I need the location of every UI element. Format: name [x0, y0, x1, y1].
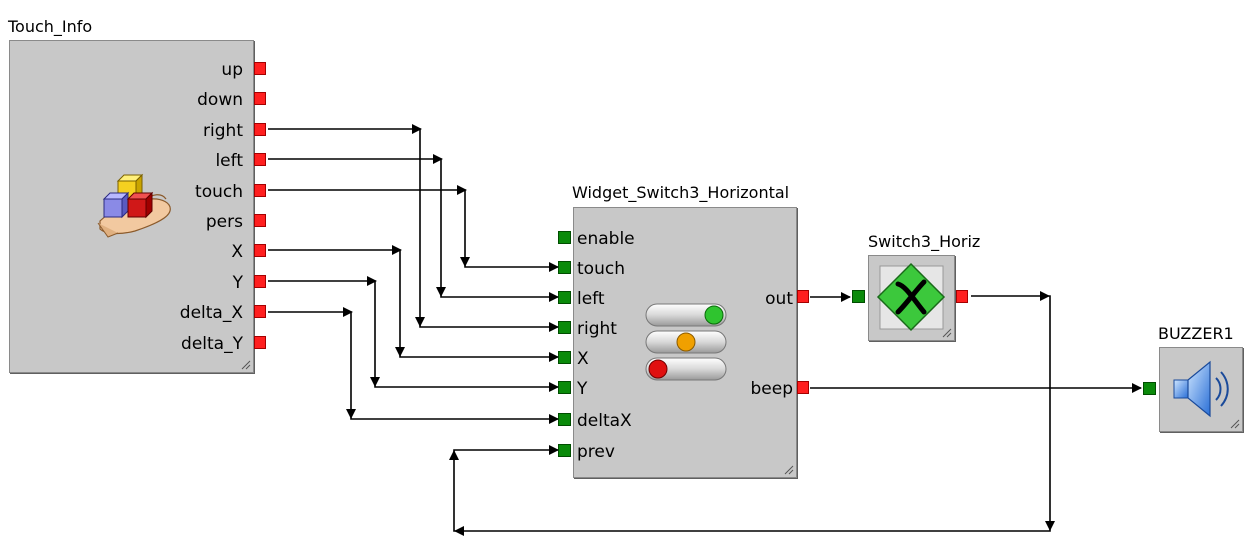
input-port-enable[interactable] [558, 231, 571, 244]
switch3-output-port[interactable] [956, 290, 968, 303]
wire-left[interactable] [268, 159, 558, 297]
output-port-right[interactable] [254, 123, 266, 136]
resize-grip-icon[interactable] [784, 465, 794, 475]
input-port-deltax[interactable] [558, 413, 571, 426]
output-port-y[interactable] [254, 275, 266, 288]
resize-grip-icon[interactable] [942, 328, 952, 338]
green-diamond-x-icon [874, 260, 949, 335]
input-port-right[interactable] [558, 321, 571, 334]
input-port-left[interactable] [558, 291, 571, 304]
wire-arrowhead [370, 377, 380, 387]
input-port-y[interactable] [558, 381, 571, 394]
traffic-switch-icon [644, 300, 730, 386]
touch-info-block[interactable]: up down right left touch pers X Y delta_… [9, 40, 254, 373]
output-port-x[interactable] [254, 244, 266, 257]
switch3-horiz-block[interactable] [868, 255, 955, 341]
output-label-y: Y [233, 274, 243, 292]
wire-touch[interactable] [268, 190, 558, 267]
output-label-touch: touch [195, 183, 243, 201]
touch-hand-cubes-icon [90, 171, 176, 241]
output-label-beep: beep [751, 380, 794, 398]
wire-arrowhead [436, 287, 446, 297]
buzzer-block[interactable] [1159, 347, 1243, 432]
wire-arrowhead [460, 257, 470, 267]
touch-info-title: Touch_Info [8, 17, 92, 36]
output-port-left[interactable] [254, 153, 266, 166]
output-port-down[interactable] [254, 92, 266, 105]
output-label-delta-x: delta_X [180, 304, 243, 322]
output-port-delta-y[interactable] [254, 336, 266, 349]
wire-arrowhead [449, 450, 459, 460]
widget-switch-block[interactable]: enable touch left right X Y deltaX prev … [573, 207, 797, 478]
buzzer-input-port[interactable] [1143, 382, 1156, 395]
input-port-touch[interactable] [558, 261, 571, 274]
input-label-deltax: deltaX [577, 412, 632, 430]
widget-switch-title: Widget_Switch3_Horizontal [572, 183, 789, 202]
resize-grip-icon[interactable] [241, 360, 251, 370]
output-label-left: left [215, 152, 243, 170]
output-port-touch[interactable] [254, 184, 266, 197]
wire-arrowhead [415, 317, 425, 327]
output-label-out: out [765, 290, 793, 308]
output-label-right: right [203, 122, 243, 140]
input-label-left: left [577, 290, 605, 308]
buzzer-title: BUZZER1 [1158, 324, 1234, 343]
wire-arrowhead [1040, 291, 1050, 301]
input-label-touch: touch [577, 260, 625, 278]
wire-arrowhead [346, 409, 356, 419]
output-port-up[interactable] [254, 62, 266, 75]
wire-arrowhead [454, 526, 464, 536]
output-port-delta-x[interactable] [254, 305, 266, 318]
input-label-x: X [577, 350, 589, 368]
input-label-enable: enable [577, 230, 635, 248]
switch3-horiz-title: Switch3_Horiz [868, 232, 980, 251]
wire-arrowhead [395, 347, 405, 357]
output-port-beep[interactable] [797, 381, 809, 394]
input-port-prev[interactable] [558, 444, 571, 457]
speaker-icon [1168, 356, 1234, 422]
resize-grip-icon[interactable] [1230, 419, 1240, 429]
wire-x[interactable] [268, 250, 558, 357]
output-label-down: down [197, 91, 243, 109]
output-label-up: up [221, 61, 243, 79]
output-port-out[interactable] [797, 290, 809, 303]
input-label-prev: prev [577, 443, 615, 461]
wire-delta-x[interactable] [268, 312, 558, 419]
output-label-x: X [231, 243, 243, 261]
input-label-y: Y [577, 380, 587, 398]
output-label-delta-y: delta_Y [181, 335, 243, 353]
input-port-x[interactable] [558, 351, 571, 364]
wire-arrowhead [1045, 521, 1055, 531]
output-port-pers[interactable] [254, 214, 266, 227]
input-label-right: right [577, 320, 617, 338]
output-label-pers: pers [206, 213, 243, 231]
switch3-input-port[interactable] [852, 290, 865, 303]
